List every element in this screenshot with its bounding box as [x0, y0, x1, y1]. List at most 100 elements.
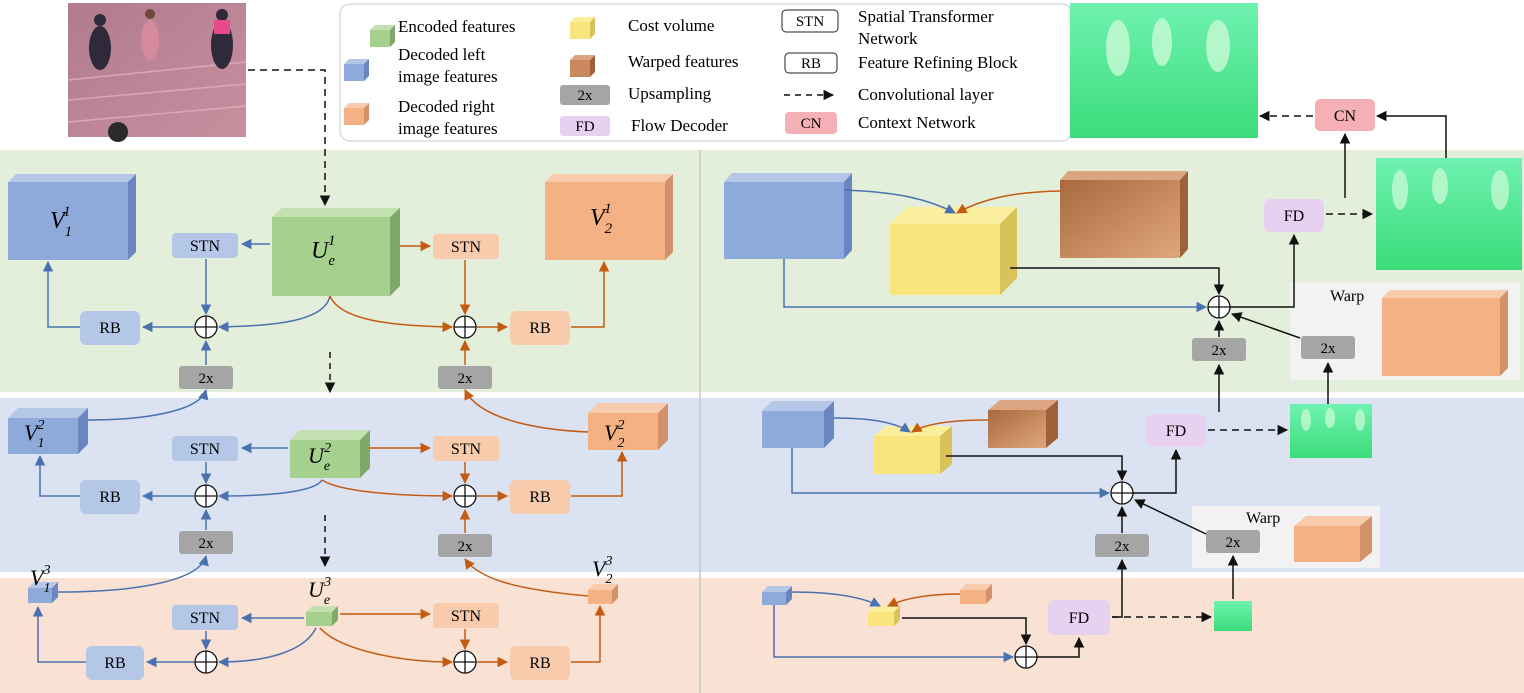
rb-right-l1	[510, 311, 570, 345]
fd-r1-label: FD	[1284, 208, 1304, 225]
sum-r1	[1207, 295, 1231, 319]
v2-level2-label: V22	[604, 418, 624, 451]
legend-cn-box	[785, 112, 837, 134]
v1-level2-cube	[8, 408, 88, 454]
context-network-box	[1315, 99, 1375, 131]
v1-level3-cube	[28, 582, 58, 603]
legend-left-text-2: image features	[398, 67, 498, 86]
legend-upsample-box	[560, 85, 610, 105]
flow1-to-cn-arrow	[1375, 110, 1447, 158]
legend-cn-box-text: CN	[801, 116, 822, 132]
v2-level3-cube	[588, 584, 618, 604]
legend-warped-text: Warped features	[628, 52, 738, 71]
v1-level1-label: V11	[50, 204, 71, 240]
r2-warp-label: Warp	[1246, 510, 1280, 527]
up-r1-b	[1301, 336, 1355, 359]
up-left-l2-label: 2x	[199, 536, 215, 552]
stn-right-l1-label: STN	[451, 239, 482, 256]
stn-right-l3	[433, 603, 499, 628]
r2-warp-right-cube	[1294, 516, 1372, 562]
v1-level3-label: V13	[30, 563, 50, 596]
legend-cost-icon	[570, 17, 595, 39]
r3-flow-image	[1214, 601, 1252, 631]
stn-right-l1	[433, 234, 499, 259]
sum-right-l1	[453, 315, 477, 339]
r3-warped-cube	[960, 584, 992, 604]
u-e-level3-label: Ue3	[308, 575, 331, 608]
sum-left-l1	[194, 315, 218, 339]
sum-right-l3	[453, 650, 477, 674]
rb-right-l3	[510, 646, 570, 680]
u-e-level2-label: Ue2	[308, 441, 331, 474]
up-r1-a	[1192, 338, 1246, 361]
legend: Encoded features Decoded left image feat…	[339, 3, 1073, 142]
stn-right-l2-label: STN	[451, 441, 482, 458]
legend-cn-text: Context Network	[858, 113, 976, 132]
legend-right-text-1: Decoded right	[398, 97, 495, 116]
up-left-l1	[179, 366, 233, 389]
legend-right-text-2: image features	[398, 119, 498, 138]
up-left-l1-label: 2x	[199, 371, 215, 387]
v2-level1-cube	[545, 174, 673, 260]
rb-right-l2	[510, 480, 570, 514]
legend-fd-box	[560, 116, 610, 136]
stn-left-l1	[172, 233, 238, 258]
rb-right-l3-label: RB	[529, 655, 550, 672]
rb-left-l1-label: RB	[99, 320, 120, 337]
r2-flow-image	[1290, 404, 1372, 458]
u-e-level1-cube	[272, 208, 400, 296]
fd-r1	[1264, 199, 1324, 232]
r1-warp-label: Warp	[1330, 288, 1364, 305]
rb-left-l1	[80, 311, 140, 345]
legend-stn-box	[781, 9, 839, 33]
r3-left-feature-cube	[762, 586, 792, 605]
up-r1-b-label: 2x	[1321, 341, 1337, 357]
u-e-level3-cube	[306, 606, 338, 626]
up-r1-a-label: 2x	[1212, 343, 1228, 359]
legend-rb-box-text: RB	[801, 56, 821, 72]
legend-stn-text-1: Spatial Transformer	[858, 7, 994, 26]
up-r2-b-label: 2x	[1226, 535, 1242, 551]
r2-cost-volume-cube	[874, 426, 952, 474]
stn-left-l3-label: STN	[190, 610, 221, 627]
v2-level1-label: V21	[590, 201, 613, 237]
sum-r3	[1014, 645, 1038, 669]
v1-level1-cube	[8, 174, 136, 260]
up-right-l2-label: 2x	[458, 539, 474, 555]
sum-left-l3	[194, 650, 218, 674]
rb-left-l2-label: RB	[99, 489, 120, 506]
legend-right-icon	[344, 103, 369, 125]
r1-cost-volume-cube	[890, 207, 1017, 295]
fd-r2	[1146, 414, 1206, 447]
stn-right-l2	[433, 436, 499, 461]
r1-flow-image	[1376, 158, 1522, 270]
legend-upsample-box-text: 2x	[578, 88, 594, 104]
up-r2-b	[1206, 530, 1260, 553]
rb-left-l3	[86, 646, 144, 680]
v2-level2-cube	[588, 403, 668, 450]
legend-rb-text: Feature Refining Block	[858, 53, 1018, 72]
stn-left-l2	[172, 436, 238, 461]
legend-warped-icon	[570, 55, 595, 77]
legend-encoded-icon	[370, 25, 395, 47]
legend-rb-box	[784, 52, 838, 74]
up-right-l1-label: 2x	[458, 371, 474, 387]
up-left-l2	[179, 531, 233, 554]
input-to-encoder-arrow	[248, 69, 331, 207]
fd-r3	[1048, 600, 1110, 635]
v2-level3-label: V23	[592, 554, 612, 587]
stn-left-l1-label: STN	[190, 238, 221, 255]
up-right-l1	[438, 366, 492, 389]
r1-warped-cube	[1060, 171, 1188, 258]
rb-right-l2-label: RB	[529, 489, 550, 506]
u-e-level1-label: Ue1	[311, 233, 336, 269]
up-right-l2	[438, 534, 492, 557]
r3-cost-volume-cube	[868, 606, 900, 626]
legend-left-icon	[344, 59, 369, 81]
legend-left-text-1: Decoded left	[398, 45, 486, 64]
fd-r2-label: FD	[1166, 423, 1186, 440]
r2-warped-cube	[988, 400, 1058, 448]
legend-stn-text-2: Network	[858, 29, 918, 48]
rb-left-l3-label: RB	[104, 655, 125, 672]
